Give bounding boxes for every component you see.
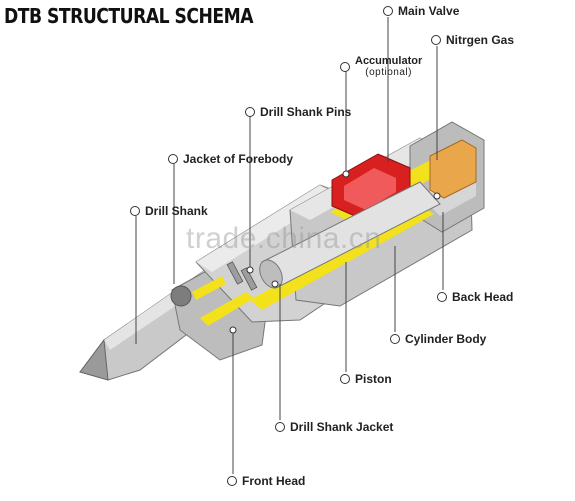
- label-accumulator-text: Accumulator (optional): [355, 55, 422, 79]
- label-front-head: Front Head: [227, 474, 305, 488]
- label-drill-shank-pins: Drill Shank Pins: [245, 105, 351, 119]
- label-main-valve: Main Valve: [383, 4, 459, 18]
- diagram-title: DTB STRUCTURAL SCHEMA: [4, 4, 254, 28]
- label-nitrogen-gas-text: Nitrgen Gas: [446, 33, 515, 47]
- label-piston-text: Piston: [355, 372, 392, 386]
- label-main-valve-text: Main Valve: [398, 4, 460, 18]
- label-drill-shank-jacket: Drill Shank Jacket: [275, 420, 393, 434]
- label-bullet-icon: [340, 374, 350, 384]
- label-back-head-text: Back Head: [452, 290, 514, 304]
- leader-endpoints: [229, 170, 441, 334]
- label-jacket-of-forebody: Jacket of Forebody: [168, 152, 293, 166]
- label-accumulator-note: (optional): [365, 67, 412, 78]
- label-bullet-icon: [168, 154, 178, 164]
- yellow-rail-lower: [250, 205, 434, 310]
- label-cylinder-body-text: Cylinder Body: [405, 332, 487, 346]
- drill-shank-pin-2: [240, 267, 258, 291]
- endpoint-accumulator: [342, 170, 350, 178]
- endpoint-front-head: [229, 326, 237, 334]
- label-drill-shank-pins-text: Drill Shank Pins: [260, 105, 352, 119]
- label-bullet-icon: [275, 422, 285, 432]
- label-jacket-of-forebody-text: Jacket of Forebody: [183, 152, 294, 166]
- drill-shank-pin-1: [226, 261, 244, 285]
- label-front-head-text: Front Head: [242, 474, 306, 488]
- yellow-rail-front: [200, 292, 254, 326]
- nitrogen-chamber: [429, 139, 477, 199]
- label-piston: Piston: [340, 372, 392, 386]
- label-drill-shank-text: Drill Shank: [145, 204, 208, 218]
- label-bullet-icon: [130, 206, 140, 216]
- label-bullet-icon: [245, 107, 255, 117]
- yellow-rail-shank: [192, 276, 226, 300]
- label-accumulator-main: Accumulator: [355, 55, 423, 67]
- accumulator-inner: [344, 168, 396, 210]
- front-head-ring: [170, 285, 192, 307]
- endpoint-pins: [246, 266, 254, 274]
- label-bullet-icon: [383, 6, 393, 16]
- label-bullet-icon: [340, 62, 350, 72]
- label-cylinder-body: Cylinder Body: [390, 332, 486, 346]
- label-drill-shank-jacket-text: Drill Shank Jacket: [290, 420, 394, 434]
- label-nitrogen-gas: Nitrgen Gas: [431, 33, 514, 47]
- label-bullet-icon: [227, 476, 237, 486]
- leader-lines: [135, 17, 444, 474]
- endpoint-jacket: [271, 280, 279, 288]
- label-drill-shank: Drill Shank: [130, 204, 208, 218]
- label-bullet-icon: [431, 35, 441, 45]
- watermark-text: trade.china.cn: [186, 222, 382, 255]
- label-accumulator: Accumulator (optional): [340, 55, 422, 79]
- label-back-head: Back Head: [437, 290, 513, 304]
- drill-shank-tip: [79, 338, 109, 381]
- label-bullet-icon: [437, 292, 447, 302]
- label-bullet-icon: [390, 334, 400, 344]
- endpoint-nitrogen: [433, 192, 441, 200]
